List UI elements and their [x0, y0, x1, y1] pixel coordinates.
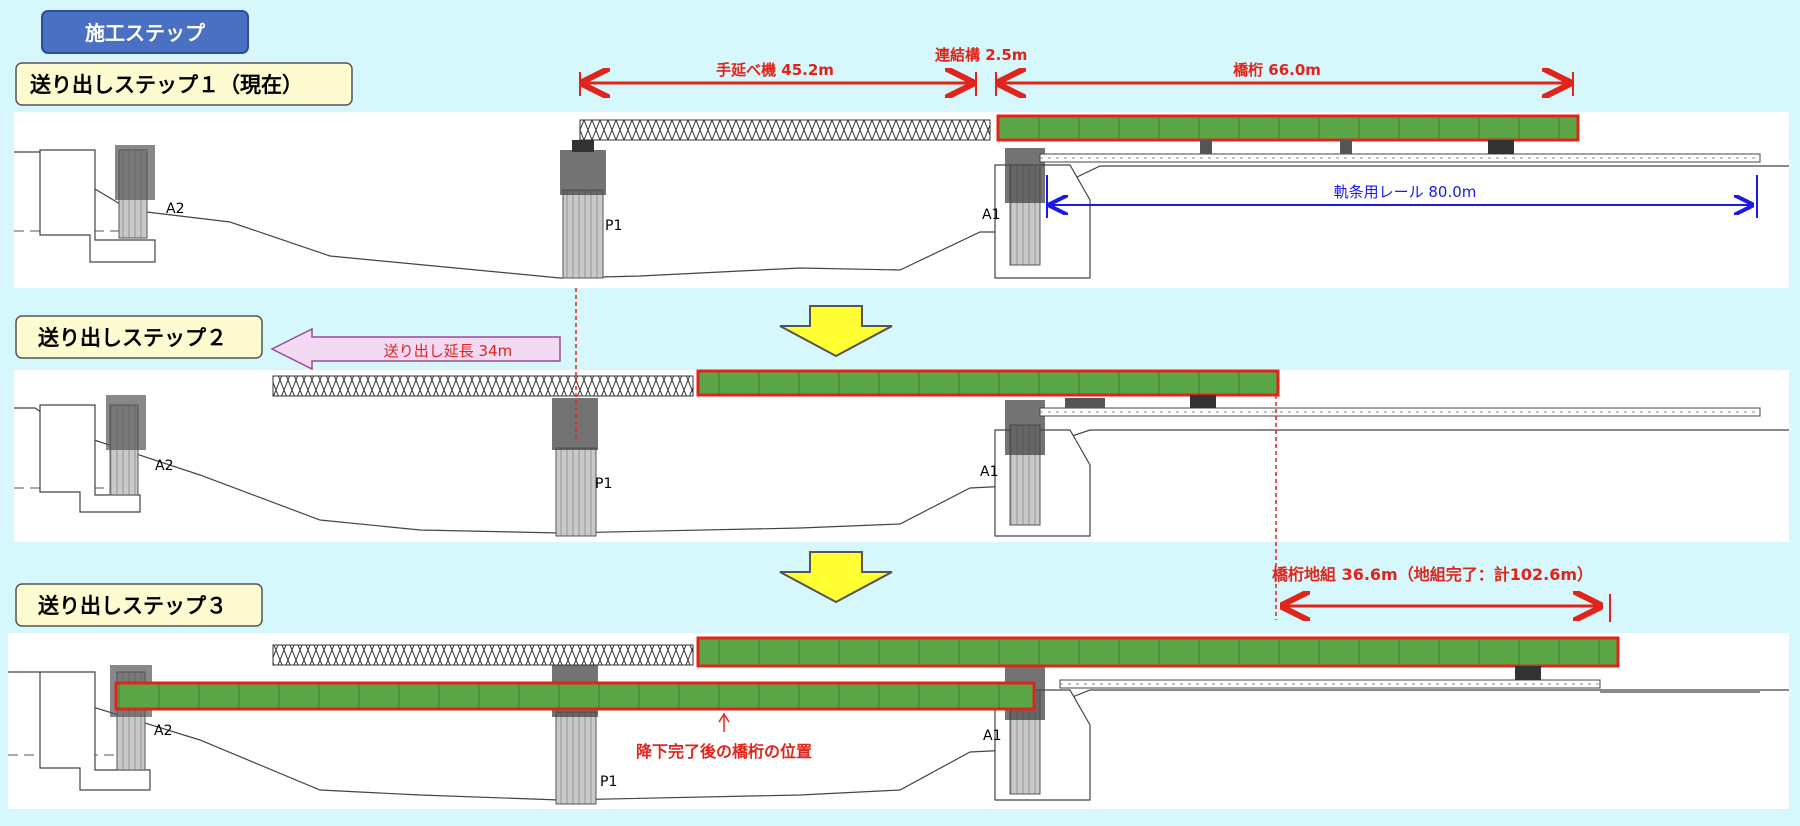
push-out-arrow [270, 327, 561, 371]
step-2-panel [14, 370, 1789, 542]
step-2-launching-nose [272, 375, 694, 397]
step-1-abutment-a1: A1 [982, 148, 1091, 279]
step-1-girder [996, 114, 1580, 142]
final-position-label: 降下完了後の橋桁の位置 [636, 742, 812, 761]
assembly-label: 橋桁地組 36.6m（地組完了：計102.6m） [1272, 565, 1593, 584]
label-a2: A2 [155, 458, 173, 474]
dim-girder-label: 橋桁 66.0m [1233, 61, 1321, 79]
step-2-label: 送り出しステップ２ [38, 326, 227, 350]
header-title: 施工ステップ [85, 21, 206, 45]
step-arrow-2 [779, 551, 893, 604]
label-a2: A2 [154, 723, 172, 739]
step-2: 送り出しステップ２ 送り出し延長 34m A2 P1 A1 [14, 288, 1789, 620]
step-2-label-box [15, 315, 263, 359]
dim-launching-nose-label: 手延べ機 45.2m [716, 61, 834, 79]
step-1-label: 送り出しステップ１（現在） [30, 73, 303, 97]
step-3-label: 送り出しステップ３ [38, 594, 227, 618]
step-3-launching-nose [272, 644, 694, 666]
step-2-rail [1039, 395, 1761, 417]
label-a1: A1 [980, 464, 998, 480]
label-a1: A1 [982, 207, 1000, 223]
step-1-abutment-a2: A2 [39, 145, 184, 263]
step-3-label-box [15, 583, 263, 627]
dim-connector-label: 連結構 2.5m [935, 46, 1027, 64]
step-3-girder [696, 636, 1620, 668]
step-1-label-box [15, 62, 353, 106]
step-1: 送り出しステップ１（現在） A2 P1 A1 [14, 46, 1789, 288]
label-a2: A2 [166, 201, 184, 217]
step-3-rail [1059, 666, 1760, 693]
step-1-launching-nose [579, 119, 991, 141]
step-3: 送り出しステップ３ 橋桁地組 36.6m（地組完了：計102.6m） A2 P1… [8, 565, 1789, 809]
step-2-pier-p1: P1 [552, 398, 612, 537]
label-p1: P1 [600, 774, 617, 790]
label-a1: A1 [983, 728, 1001, 744]
step-2-girder [696, 369, 1280, 397]
step-1-rail [1039, 140, 1761, 163]
dim-rail-label: 軌条用レール 80.0m [1334, 183, 1477, 201]
final-girder-position [114, 681, 1036, 711]
header-badge: 施工ステップ [41, 10, 249, 54]
step-2-abutment-a2: A2 [39, 395, 173, 513]
step-2-abutment-a1: A1 [980, 400, 1091, 537]
label-p1: P1 [595, 476, 612, 492]
step-1-pier-p1: P1 [560, 140, 622, 279]
step-arrow-1 [779, 305, 893, 358]
label-p1: P1 [605, 218, 622, 234]
push-out-label: 送り出し延長 34m [384, 342, 512, 360]
